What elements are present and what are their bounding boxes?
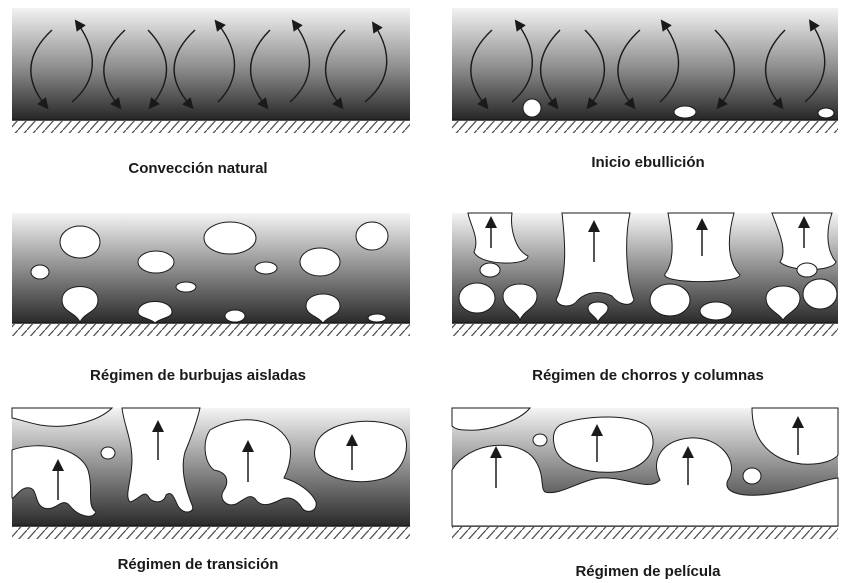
caption-transition-regime: Régimen de transición	[8, 556, 388, 573]
panel-isolated-bubbles	[12, 213, 410, 336]
caption-boiling-onset: Inicio ebullición	[458, 154, 838, 171]
panel-transition-regime	[12, 408, 410, 539]
caption-isolated-bubbles: Régimen de burbujas aisladas	[8, 367, 388, 384]
panel-natural-convection	[12, 8, 410, 133]
caption-film-regime: Régimen de película	[458, 563, 838, 580]
panel-film-regime	[452, 408, 838, 539]
caption-jets-and-columns: Régimen de chorros y columnas	[458, 367, 838, 384]
caption-natural-convection: Convección natural	[8, 160, 388, 177]
panel-boiling-onset	[452, 8, 838, 133]
panel-jets-and-columns	[452, 213, 838, 336]
